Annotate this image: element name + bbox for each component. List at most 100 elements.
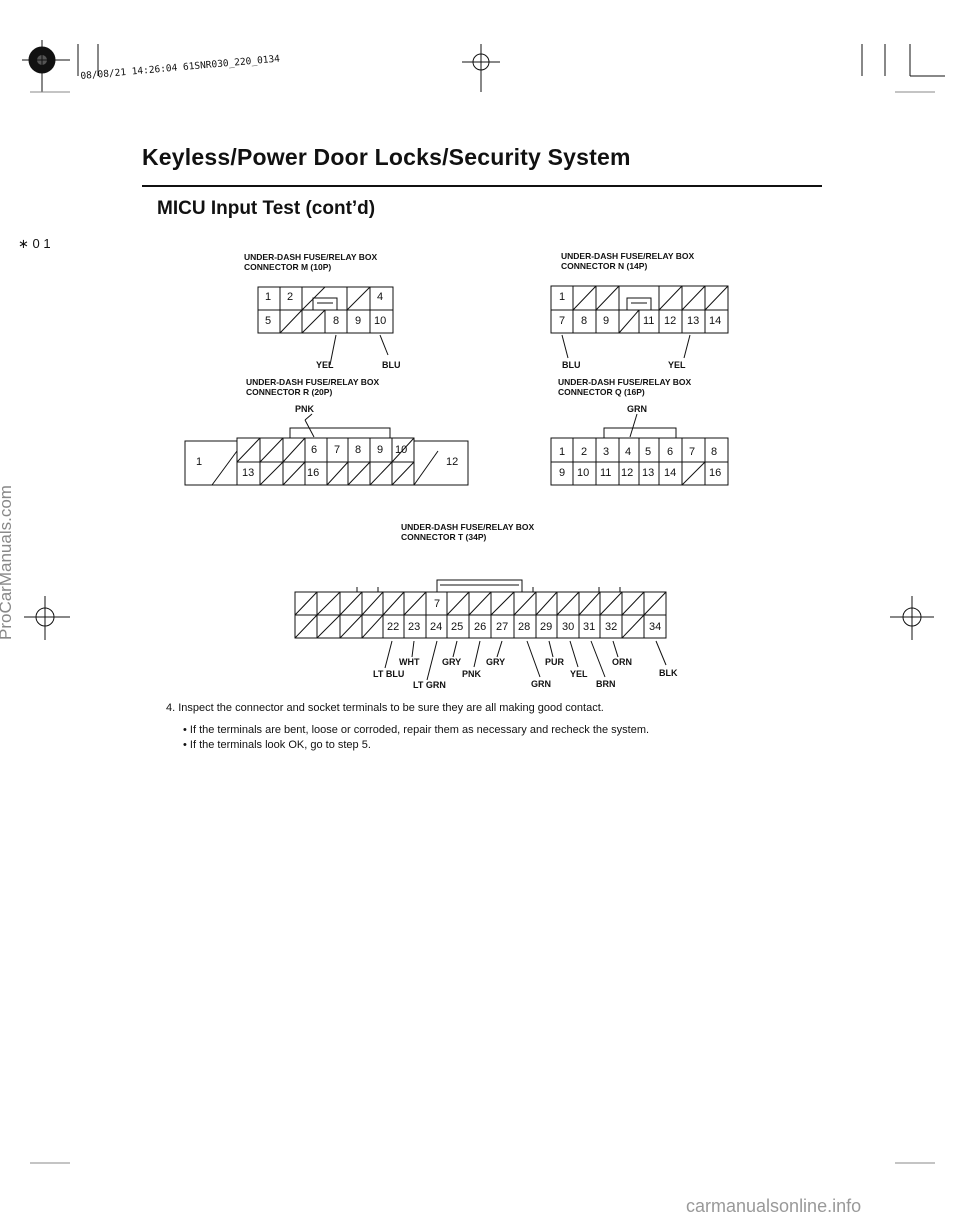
- title-rule: [142, 185, 822, 187]
- pin-10: 10: [395, 444, 408, 456]
- wire-label-blu: BLU: [562, 360, 581, 370]
- pin-16: 16: [709, 467, 722, 479]
- pin-26: 26: [474, 621, 487, 633]
- pin-8: 8: [711, 446, 718, 458]
- pin-9: 9: [603, 315, 610, 327]
- instruction-bullet: • If the terminals look OK, go to step 5…: [183, 739, 371, 751]
- wire-label-pur: PUR: [545, 657, 565, 667]
- pin-34: 34: [649, 621, 662, 633]
- wire-label-wht: WHT: [399, 657, 420, 667]
- pin-7: 7: [689, 446, 696, 458]
- pin-9: 9: [355, 315, 362, 327]
- connector-q-label: UNDER-DASH FUSE/RELAY BOX CONNECTOR Q (1…: [558, 377, 691, 397]
- connector-r-label-line2: CONNECTOR R (20P): [246, 387, 333, 397]
- pin-3: 3: [603, 446, 610, 458]
- pin-13: 13: [687, 315, 700, 327]
- wire-label-pnk: PNK: [295, 404, 315, 414]
- connector-t-housing: [294, 579, 667, 681]
- connector-n-label: UNDER-DASH FUSE/RELAY BOX CONNECTOR N (1…: [561, 251, 694, 271]
- connector-r-label: UNDER-DASH FUSE/RELAY BOX CONNECTOR R (2…: [246, 377, 379, 397]
- pin-32: 32: [605, 621, 618, 633]
- instruction-bullet: • If the terminals are bent, loose or co…: [183, 724, 650, 736]
- registration-mark-left: [22, 40, 70, 92]
- pin-1: 1: [559, 446, 566, 458]
- wire-label-blu: BLU: [382, 360, 401, 370]
- pin-2: 2: [581, 446, 588, 458]
- connector-q-label-line2: CONNECTOR Q (16P): [558, 387, 645, 397]
- pin-8: 8: [333, 315, 340, 327]
- pin-7: 7: [559, 315, 566, 327]
- pin-9: 9: [377, 444, 384, 456]
- pin-23: 23: [408, 621, 421, 633]
- connector-q-housing: [550, 413, 729, 486]
- section-title: MICU Input Test (cont’d): [157, 198, 376, 219]
- pin-24: 24: [430, 621, 443, 633]
- connector-t-label-line2: CONNECTOR T (34P): [401, 532, 487, 542]
- connector-m-label: UNDER-DASH FUSE/RELAY BOX CONNECTOR M (1…: [244, 252, 377, 272]
- pin-22: 22: [387, 621, 400, 633]
- pin-1: 1: [196, 456, 203, 468]
- connector-r-label-line1: UNDER-DASH FUSE/RELAY BOX: [246, 377, 380, 387]
- wire-label-yel: YEL: [668, 360, 686, 370]
- pin-16: 16: [307, 467, 320, 479]
- wire-label-blk: BLK: [659, 668, 678, 678]
- pin-5: 5: [645, 446, 652, 458]
- pin-13: 13: [242, 467, 255, 479]
- side-watermark: ProCarManuals.com: [0, 485, 15, 640]
- pin-13: 13: [642, 467, 655, 479]
- pin-14: 14: [709, 315, 722, 327]
- wire-label-lt-blu: LT BLU: [373, 669, 405, 679]
- pin-8: 8: [355, 444, 362, 456]
- wire-label-brn: BRN: [596, 679, 616, 689]
- connector-t-label: UNDER-DASH FUSE/RELAY BOX CONNECTOR T (3…: [401, 522, 534, 542]
- connector-t-label-line1: UNDER-DASH FUSE/RELAY BOX: [401, 522, 535, 532]
- pin-1: 1: [559, 291, 566, 303]
- pin-11: 11: [643, 315, 655, 327]
- page-title: Keyless/Power Door Locks/Security System: [142, 144, 631, 170]
- pin-5: 5: [265, 315, 272, 327]
- page-mark: ∗ 0 1: [18, 236, 51, 251]
- wire-label-yel: YEL: [316, 360, 334, 370]
- connector-m-label-line2: CONNECTOR M (10P): [244, 262, 332, 272]
- pin-2: 2: [287, 291, 294, 303]
- registration-crosshair-right: [890, 596, 934, 640]
- pin-4: 4: [625, 446, 632, 458]
- pin-25: 25: [451, 621, 464, 633]
- pin-7: 7: [434, 598, 441, 610]
- wire-label-grn: GRN: [627, 404, 647, 414]
- pin-8: 8: [581, 315, 588, 327]
- pin-11: 11: [600, 467, 612, 479]
- wire-label-yel: YEL: [570, 669, 588, 679]
- pin-12: 12: [446, 456, 459, 468]
- pin-4: 4: [377, 291, 384, 303]
- wire-label-lt-grn: LT GRN: [413, 680, 446, 690]
- pin-6: 6: [311, 444, 318, 456]
- bottom-watermark: carmanualsonline.info: [686, 1196, 862, 1216]
- connector-n-housing: [550, 285, 729, 359]
- wire-label-pnk: PNK: [462, 669, 482, 679]
- connector-n-label-line1: UNDER-DASH FUSE/RELAY BOX: [561, 251, 695, 261]
- connector-q-label-line1: UNDER-DASH FUSE/RELAY BOX: [558, 377, 692, 387]
- pin-10: 10: [577, 467, 590, 479]
- wire-label-gry: GRY: [486, 657, 506, 667]
- registration-crosshair-top: [462, 44, 500, 92]
- pin-12: 12: [664, 315, 677, 327]
- wire-label-gry: GRY: [442, 657, 462, 667]
- pin-12: 12: [621, 467, 634, 479]
- pin-1: 1: [265, 291, 272, 303]
- wire-label-grn: GRN: [531, 679, 551, 689]
- connector-m-housing: [257, 286, 394, 366]
- pin-6: 6: [667, 446, 674, 458]
- pin-10: 10: [374, 315, 387, 327]
- pin-28: 28: [518, 621, 531, 633]
- registration-crosshair-left: [24, 596, 70, 640]
- pin-29: 29: [540, 621, 553, 633]
- connector-r-housing: [184, 413, 469, 486]
- instruction-block: 4. Inspect the connector and socket term…: [166, 701, 649, 753]
- pin-30: 30: [562, 621, 575, 633]
- connector-n-label-line2: CONNECTOR N (14P): [561, 261, 648, 271]
- pin-14: 14: [664, 467, 677, 479]
- step-4-text: 4. Inspect the connector and socket term…: [166, 702, 604, 714]
- wire-label-orn: ORN: [612, 657, 632, 667]
